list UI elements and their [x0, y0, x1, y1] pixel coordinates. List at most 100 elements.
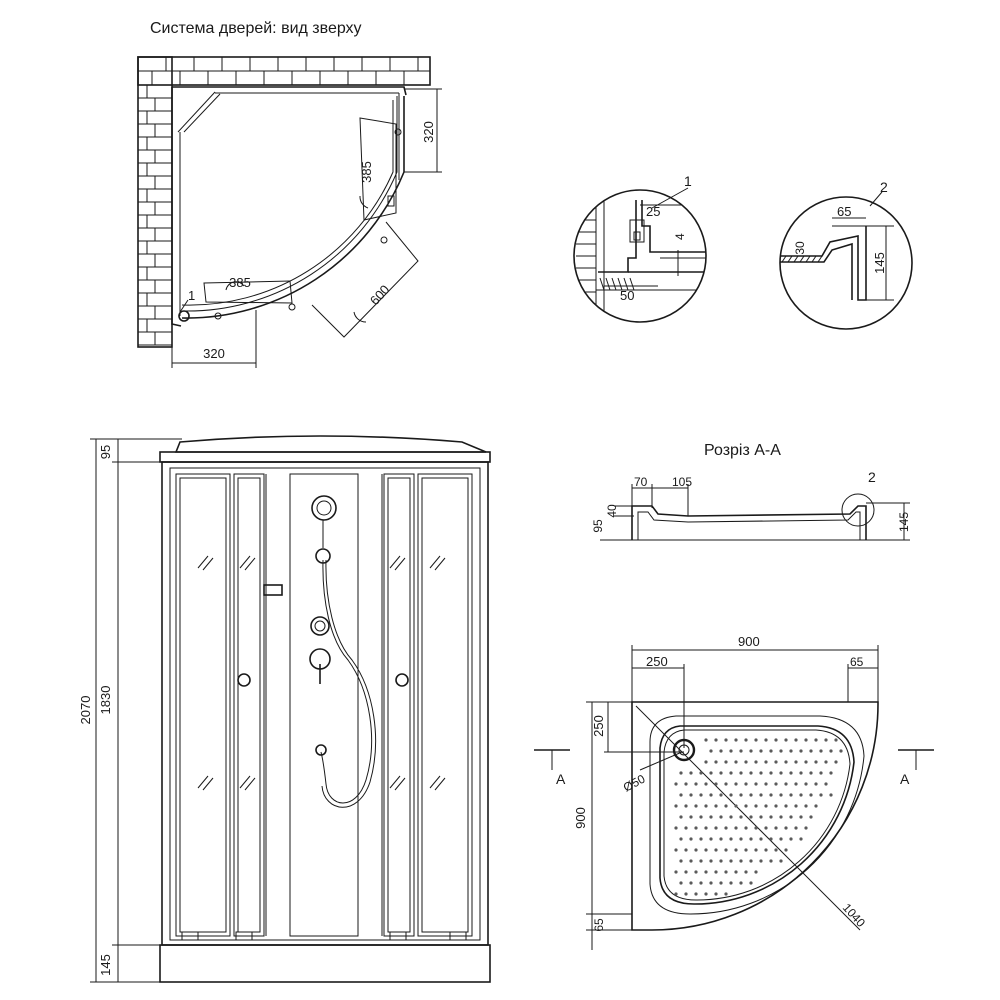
front-dim-1830: 1830	[98, 686, 113, 715]
anti-slip-dot	[764, 738, 768, 742]
anti-slip-dot	[749, 749, 753, 753]
anti-slip-dot	[724, 760, 728, 764]
anti-slip-dot	[799, 793, 803, 797]
anti-slip-dot	[694, 804, 698, 808]
anti-slip-dot	[754, 760, 758, 764]
anti-slip-dot	[754, 848, 758, 852]
anti-slip-dot	[704, 760, 708, 764]
dim-320-right: 320	[404, 88, 442, 173]
anti-slip-dot	[799, 771, 803, 775]
anti-slip-dot	[674, 848, 678, 852]
anti-slip-dot	[734, 826, 738, 830]
anti-slip-dot	[774, 804, 778, 808]
anti-slip-dot	[804, 760, 808, 764]
anti-slip-dot	[709, 749, 713, 753]
anti-slip-dot	[784, 826, 788, 830]
anti-slip-dot	[699, 837, 703, 841]
anti-slip-dot	[674, 826, 678, 830]
anti-slip-dot	[709, 771, 713, 775]
anti-slip-dot	[784, 760, 788, 764]
section-dim-40: 40	[605, 504, 619, 518]
anti-slip-dot	[824, 738, 828, 742]
anti-slip-dot	[704, 804, 708, 808]
detail2-dim-30: 30	[793, 241, 807, 255]
anti-slip-dot	[724, 782, 728, 786]
anti-slip-dot	[724, 826, 728, 830]
anti-slip-dot	[789, 837, 793, 841]
detail1-dim-4: 4	[673, 233, 687, 240]
plan-dim-1040: 1040	[840, 901, 868, 930]
anti-slip-dot	[719, 793, 723, 797]
anti-slip-dot	[694, 870, 698, 874]
front-view: 95 1830 2070 145	[78, 435, 491, 983]
anti-slip-dot	[829, 793, 833, 797]
anti-slip-dot	[779, 859, 783, 863]
detail-2: 65 30 145 2	[779, 179, 913, 330]
anti-slip-dot	[679, 859, 683, 863]
front-dim-145: 145	[98, 954, 113, 976]
anti-slip-dot	[774, 848, 778, 852]
anti-slip-dot	[799, 815, 803, 819]
anti-slip-dot	[739, 859, 743, 863]
anti-slip-dot	[764, 826, 768, 830]
anti-slip-dot	[754, 782, 758, 786]
anti-slip-dot	[784, 848, 788, 852]
anti-slip-dot	[709, 859, 713, 863]
anti-slip-dot	[744, 760, 748, 764]
section-view: Розріз А-А 70 105 40 95 145 2	[591, 442, 911, 541]
plan-dim-900-top: 900	[738, 634, 760, 649]
anti-slip-dot	[759, 859, 763, 863]
section-title: Розріз А-А	[704, 442, 781, 459]
anti-slip-dot	[704, 738, 708, 742]
anti-slip-dot	[694, 826, 698, 830]
anti-slip-dot	[684, 892, 688, 896]
anti-slip-dot	[679, 881, 683, 885]
anti-slip-dot	[724, 848, 728, 852]
tray-plan: 900 250 65 250 900 65 Ø50 1040	[534, 634, 934, 950]
anti-slip-dot	[789, 749, 793, 753]
anti-slip-dot	[744, 804, 748, 808]
anti-slip-dot	[779, 749, 783, 753]
anti-slip-dot	[754, 738, 758, 742]
anti-slip-dot	[789, 771, 793, 775]
anti-slip-dot	[679, 771, 683, 775]
anti-slip-dot	[729, 793, 733, 797]
door-swing-600: 600	[367, 282, 393, 308]
anti-slip-dot	[739, 749, 743, 753]
anti-slip-dot	[774, 738, 778, 742]
anti-slip-dot	[674, 892, 678, 896]
anti-slip-dot	[799, 749, 803, 753]
anti-slip-dot	[699, 815, 703, 819]
detail1-dim-25: 25	[646, 204, 660, 219]
anti-slip-dot	[754, 804, 758, 808]
anti-slip-dot	[684, 804, 688, 808]
anti-slip-dot	[794, 760, 798, 764]
anti-slip-dot	[829, 771, 833, 775]
anti-slip-dot	[694, 848, 698, 852]
anti-slip-dot	[839, 749, 843, 753]
anti-slip-dot	[774, 826, 778, 830]
anti-slip-dot	[769, 859, 773, 863]
section-marker-left: A	[534, 749, 570, 787]
anti-slip-dot	[684, 782, 688, 786]
anti-slip-dot	[729, 771, 733, 775]
anti-slip-dot	[784, 738, 788, 742]
anti-slip-dot	[674, 804, 678, 808]
anti-slip-dot	[799, 837, 803, 841]
detail1-dim-50: 50	[620, 288, 634, 303]
anti-slip-dot	[734, 848, 738, 852]
anti-slip-dot	[699, 881, 703, 885]
anti-slip-dot	[759, 749, 763, 753]
front-dim-2070: 2070	[78, 696, 93, 725]
anti-slip-dot	[689, 881, 693, 885]
anti-slip-dots	[674, 738, 843, 896]
anti-slip-dot	[739, 881, 743, 885]
anti-slip-dot	[744, 870, 748, 874]
anti-slip-dot	[774, 782, 778, 786]
anti-slip-dot	[774, 760, 778, 764]
detail1-callout: 1	[684, 173, 692, 189]
anti-slip-dot	[749, 837, 753, 841]
anti-slip-dot	[819, 793, 823, 797]
detail2-dim-65: 65	[837, 204, 851, 219]
plan-dim-65-top: 65	[850, 655, 864, 669]
